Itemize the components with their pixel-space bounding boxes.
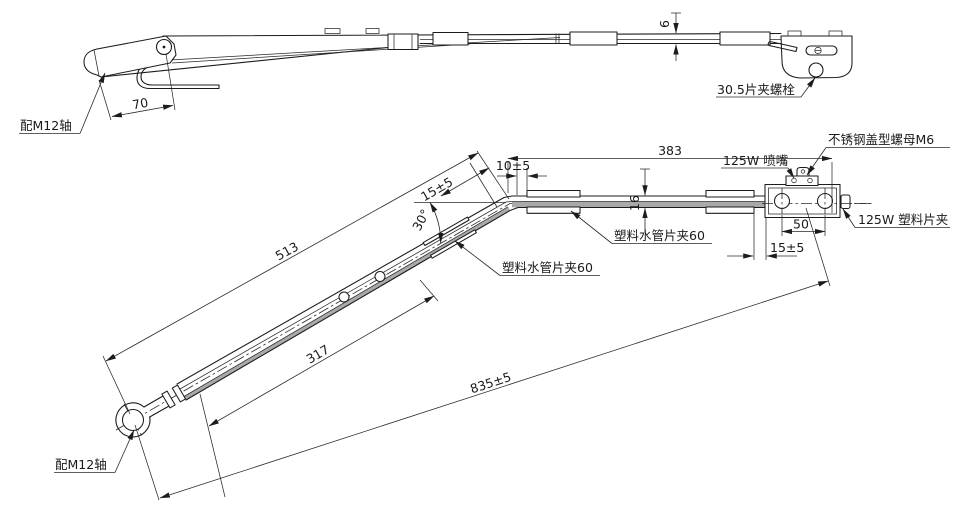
centerline bbox=[115, 203, 874, 431]
dim-30deg-label: 30° bbox=[409, 207, 433, 234]
rod-sleeve bbox=[432, 31, 469, 46]
dim-16-label: 16 bbox=[627, 195, 642, 211]
arm-hole bbox=[374, 270, 386, 283]
bolt-note: 30.5片夹螺栓 bbox=[717, 82, 795, 97]
rod-sleeve bbox=[569, 31, 618, 46]
hook-side bbox=[136, 61, 220, 90]
dim-15-left-label: 15±5 bbox=[418, 174, 455, 204]
tube-clamp-note-diagonal: 塑料水管片夹60 bbox=[502, 260, 593, 275]
shaft-note-side: 配M12轴 bbox=[20, 118, 72, 133]
arm-hole bbox=[338, 291, 350, 303]
dim-10-label: 10±5 bbox=[496, 158, 530, 173]
tube-clamp-note-straight: 塑料水管片夹60 bbox=[614, 228, 705, 243]
nozzle-body bbox=[785, 175, 819, 187]
dim-383-label: 383 bbox=[658, 143, 682, 158]
dim-50-label: 50 bbox=[793, 217, 809, 232]
dim-70-label: 70 bbox=[131, 95, 149, 113]
shaft-note-plan: 配M12轴 bbox=[55, 457, 107, 472]
side-view: 6 70 配M12轴 30.5片夹螺栓 bbox=[19, 12, 853, 134]
dim-6-label: 6 bbox=[657, 20, 672, 28]
clamp-bolt bbox=[808, 62, 824, 78]
cap-nut-note: 不锈钢盖型螺母M6 bbox=[828, 132, 934, 147]
pivot-hole bbox=[155, 38, 173, 56]
tube-clamp-straight bbox=[526, 189, 581, 198]
tube-clamp-straight bbox=[705, 189, 755, 198]
pivot-hole-plan bbox=[121, 408, 145, 432]
clamp-head bbox=[780, 35, 853, 79]
tube-clamp-straight bbox=[705, 206, 755, 214]
clip-note: 125W 塑料片夹 bbox=[858, 212, 948, 227]
hook-plan bbox=[115, 402, 151, 438]
dim-15-right-label: 15±5 bbox=[770, 240, 804, 255]
spring-tab bbox=[767, 40, 798, 53]
rod-sleeve bbox=[719, 31, 771, 46]
dim-835-label: 835±5 bbox=[468, 369, 513, 396]
arm-end-cap bbox=[840, 194, 851, 210]
tube-clamp-straight bbox=[526, 206, 581, 214]
plan-view: 383 10±5 16 50 15±5 513 317 835±5 15±5 3… bbox=[54, 132, 950, 501]
nozzle-note: 125W 喷嘴 bbox=[723, 153, 789, 168]
